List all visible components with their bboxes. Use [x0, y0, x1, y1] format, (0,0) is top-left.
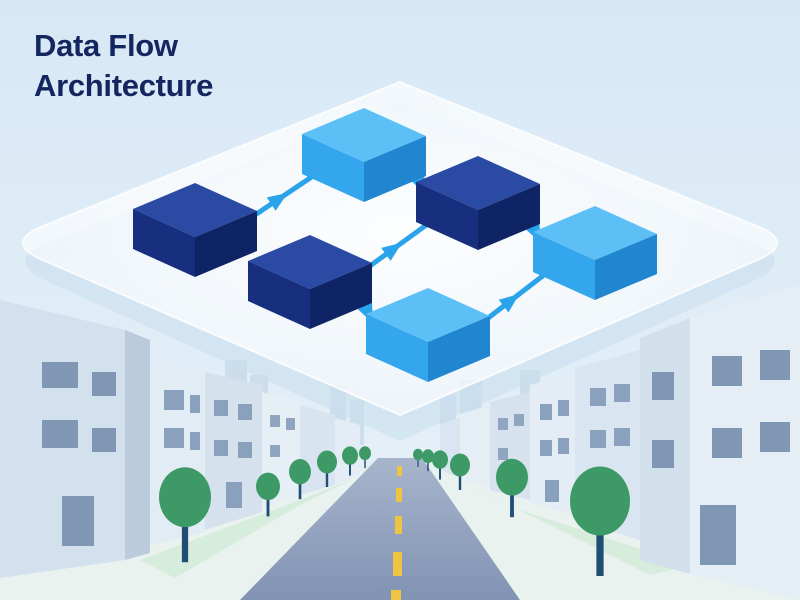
tree: [289, 459, 311, 500]
right-grass: [450, 478, 690, 575]
street-trees: [159, 446, 630, 576]
tree: [432, 450, 448, 480]
tree: [570, 466, 630, 576]
flow-node-light: [302, 108, 426, 202]
flow-node-dark: [133, 183, 257, 277]
page-title: Data Flow Architecture: [34, 26, 213, 106]
tree: [159, 467, 211, 563]
platform: [22, 80, 778, 441]
title-line-2: Architecture: [34, 68, 214, 103]
tree: [359, 446, 371, 469]
flow-nodes: [133, 108, 657, 382]
road: [240, 458, 520, 600]
tree: [342, 446, 358, 476]
right-buildings: [440, 285, 800, 600]
tree: [413, 448, 423, 467]
road-center-line: [391, 466, 402, 600]
flow-node-dark: [416, 156, 540, 250]
left-buildings: [0, 300, 360, 578]
tree: [422, 449, 434, 472]
tree: [317, 450, 337, 487]
flow-node-dark: [248, 235, 372, 329]
tree: [496, 458, 528, 518]
flow-node-light: [533, 206, 657, 300]
left-grass: [140, 478, 355, 578]
title-line-1: Data Flow: [34, 28, 178, 63]
tree: [450, 453, 470, 490]
flow-node-light: [366, 288, 490, 382]
tree: [256, 472, 280, 517]
